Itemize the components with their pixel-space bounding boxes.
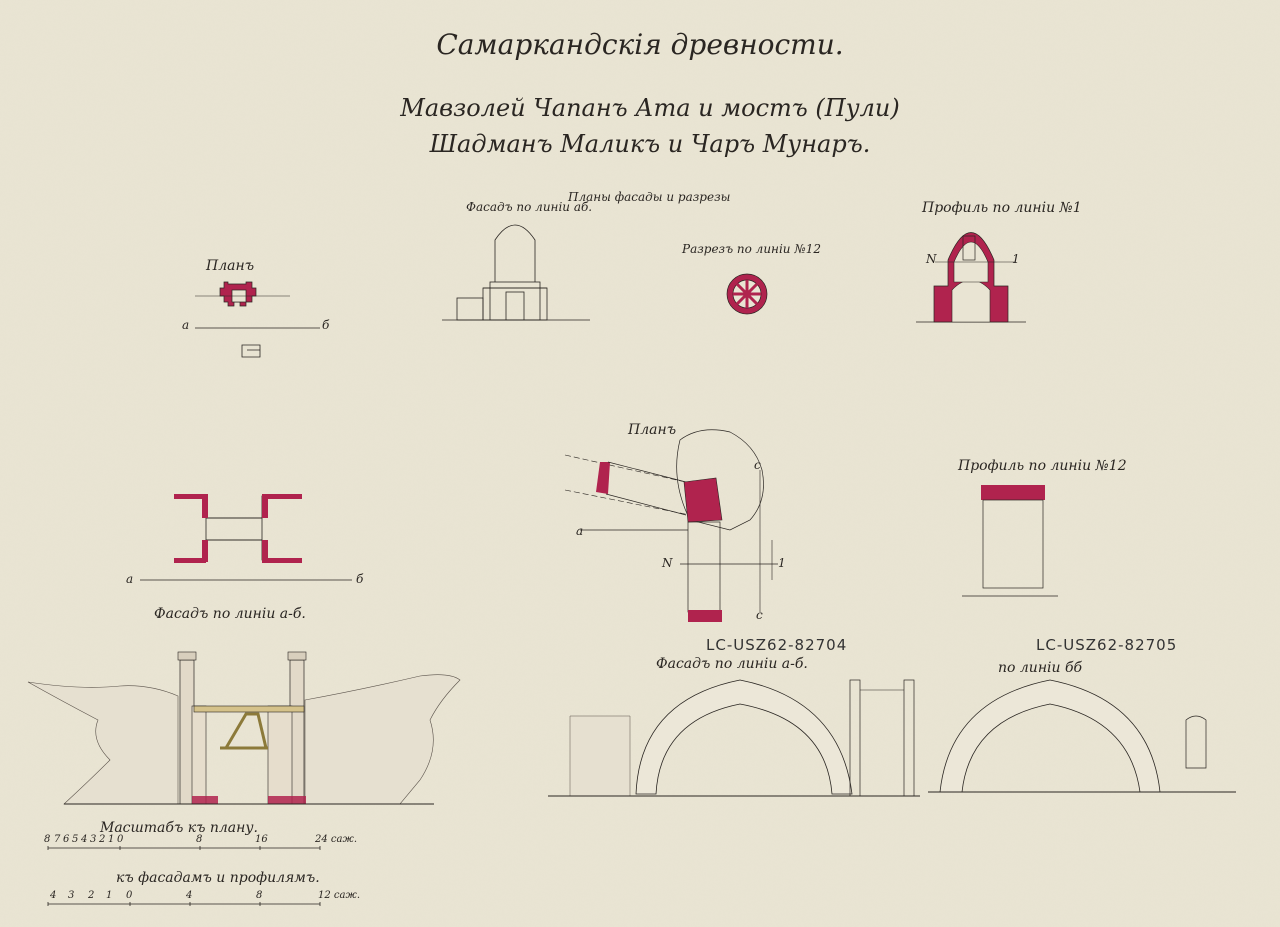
label-facade-top: Фасадъ по линіи аб. — [466, 200, 593, 214]
scale-facade-num: 2 — [88, 890, 95, 901]
scale-bar-facades — [47, 902, 321, 906]
bridge-facade-drawing — [27, 651, 461, 805]
stamp-left: LC-USZ62-82704 — [706, 636, 848, 654]
scale-facade-num: 12 саж. — [318, 890, 361, 901]
label-along-line: по линіи бб — [998, 660, 1083, 676]
scale-plan-num: 5 — [72, 834, 79, 845]
marker-b-left: б — [356, 572, 364, 586]
round-section-drawing — [726, 273, 768, 315]
label-scale-plan: Масштабъ къ плану. — [100, 820, 258, 836]
marker-one-top: 1 — [1012, 252, 1020, 266]
marker-a-top: а — [182, 318, 190, 332]
scale-plan-num: 16 — [255, 834, 268, 845]
arch-facade-right-drawing — [928, 679, 1236, 793]
scale-facade-num: 1 — [106, 890, 113, 901]
marker-n-mid: N — [662, 556, 673, 570]
marker-a-mid: а — [576, 524, 584, 538]
subtitle-line-1: Мавзолей Чапанъ Ата и мостъ (Пули) — [400, 94, 900, 122]
scale-plan-num: 3 — [90, 834, 97, 845]
scale-plan-num: 2 — [99, 834, 106, 845]
label-plan-top: Планъ — [206, 258, 255, 274]
marker-n-top: N — [926, 252, 937, 266]
label-facade-ab-mid: Фасадъ по линіи а-б. — [656, 656, 808, 672]
marker-c-bottom-mid: с — [756, 608, 763, 622]
profile-n1-drawing — [916, 232, 1026, 323]
scale-facade-num: 8 — [256, 890, 263, 901]
profile-n12-drawing — [962, 485, 1058, 597]
top-facade-drawing — [442, 224, 590, 321]
label-profile-n12: Профиль по линіи №12 — [958, 458, 1127, 474]
scale-plan-num: 8 — [44, 834, 51, 845]
scale-facade-num: 0 — [126, 890, 133, 901]
stamp-right: LC-USZ62-82705 — [1036, 636, 1178, 654]
angled-plan-drawing — [564, 429, 778, 622]
label-section-12: Разрезъ по линіи №12 — [682, 242, 821, 256]
label-plans-sections: Планы фасады и разрезы — [568, 190, 731, 204]
scale-bar-plan — [47, 846, 321, 850]
label-profile-n1: Профиль по линіи №1 — [922, 200, 1082, 216]
page-title: Самаркандскія древности. — [436, 28, 844, 61]
scale-plan-num: 1 — [108, 834, 115, 845]
scale-facade-num: 4 — [50, 890, 57, 901]
marker-c-top-mid: с — [754, 458, 761, 472]
scale-plan-num: 7 — [54, 834, 61, 845]
scale-plan-num: 8 — [196, 834, 203, 845]
scale-plan-num: 6 — [63, 834, 70, 845]
scale-plan-num: 0 — [117, 834, 124, 845]
bridge-plan-drawing — [140, 494, 352, 581]
label-scale-facades: къ фасадамъ и профилямъ. — [116, 870, 320, 886]
subtitle-line-2: Шадманъ Маликъ и Чаръ Мунаръ. — [429, 130, 871, 158]
scale-plan-num: 24 саж. — [315, 834, 358, 845]
marker-one-mid: 1 — [778, 556, 786, 570]
label-plan-mid: Планъ — [628, 422, 677, 438]
marker-b-top: б — [322, 318, 330, 332]
scale-facade-num: 4 — [186, 890, 193, 901]
top-plan-drawing — [195, 281, 320, 358]
arch-facade-mid-drawing — [548, 679, 920, 797]
marker-a-left: а — [126, 572, 134, 586]
scale-facade-num: 3 — [68, 890, 75, 901]
label-facade-ab-left: Фасадъ по линіи а-б. — [154, 606, 306, 622]
scale-plan-num: 4 — [81, 834, 88, 845]
